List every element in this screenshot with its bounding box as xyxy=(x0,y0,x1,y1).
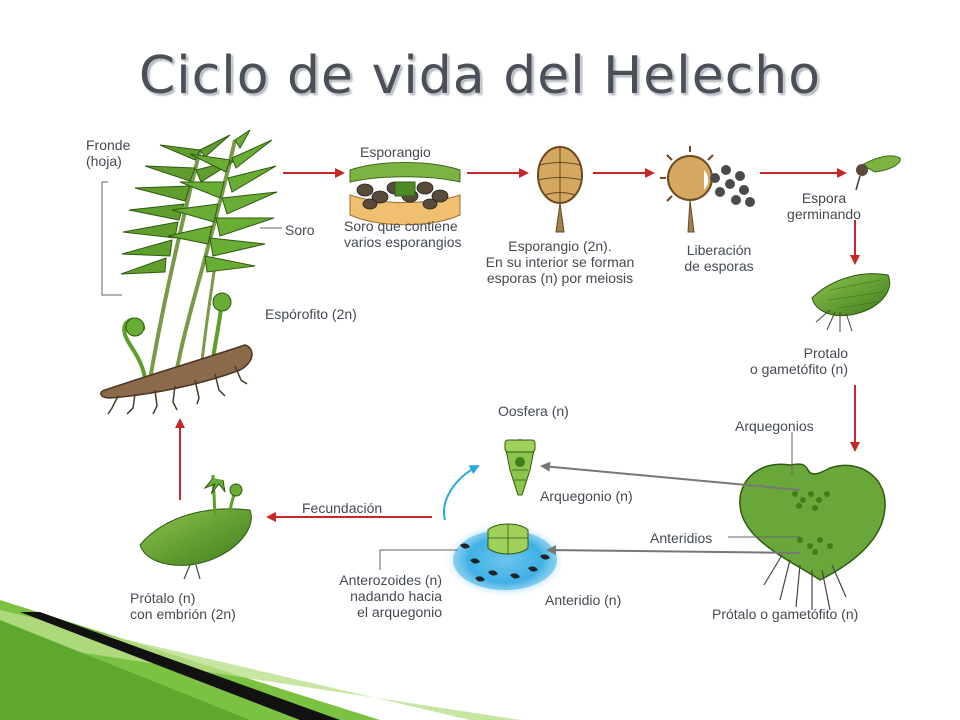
label-arquegonio: Arquegonio (n) xyxy=(540,488,633,504)
spore-release-illustration xyxy=(660,146,755,233)
gametophyte-heart-illustration xyxy=(739,463,886,611)
label-anteridio: Anteridio (n) xyxy=(545,592,622,608)
prothallus-illustration xyxy=(811,273,891,332)
label-protalo-gametofito-bottom: Prótalo o gametófito (n) xyxy=(712,606,859,622)
anterozoides-leader-line xyxy=(379,549,458,570)
corner-decoration xyxy=(0,600,520,720)
antheridium-illustration xyxy=(443,522,567,598)
germinating-spore-illustration xyxy=(855,155,901,191)
prothallus-with-embryo-illustration xyxy=(139,474,252,580)
arrow-sperm-to-archegonium xyxy=(443,465,480,521)
arrow-archegonia-pointer xyxy=(540,461,801,491)
cycle-arrows xyxy=(175,168,860,522)
label-espora-germinando: Espora germinando xyxy=(787,190,861,222)
label-esporangio: Esporangio xyxy=(360,144,431,160)
archegonium-illustration xyxy=(504,439,536,496)
sporangium-illustration xyxy=(537,146,583,233)
label-esporangio-2n: Esporangio (2n). En su interior se forma… xyxy=(485,238,635,286)
label-oosfera: Oosfera (n) xyxy=(498,403,569,419)
arrow-antheridia-pointer xyxy=(546,545,801,556)
label-protalo-embrion: Prótalo (n) con embrión (2n) xyxy=(130,590,236,622)
label-esporofito: Espórofito (2n) xyxy=(265,306,357,322)
label-arquegonios: Arquegonios xyxy=(735,418,814,434)
fronde-leader-line xyxy=(101,181,122,296)
pointer-arrows xyxy=(443,461,801,556)
slide-title: Ciclo de vida del Helecho xyxy=(138,46,822,106)
label-fronde: Fronde (hoja) xyxy=(86,137,131,169)
gametophyte-leader-lines xyxy=(728,432,800,538)
label-fecundacion: Fecundación xyxy=(302,500,383,516)
label-anterozoides: Anterozoides (n) nadando hacia el arqueg… xyxy=(339,572,442,620)
sporophyte-fern-illustration xyxy=(100,129,278,415)
sorus-illustration xyxy=(349,162,461,226)
label-soro-contiene: Soro que contiene varios esporangios xyxy=(344,218,462,250)
label-liberacion: Liberación de esporas xyxy=(684,242,754,274)
label-protalo-gametofito: Protalo o gametófito (n) xyxy=(749,345,848,377)
label-soro: Soro xyxy=(285,222,315,238)
label-anteridios: Anteridios xyxy=(650,530,713,546)
